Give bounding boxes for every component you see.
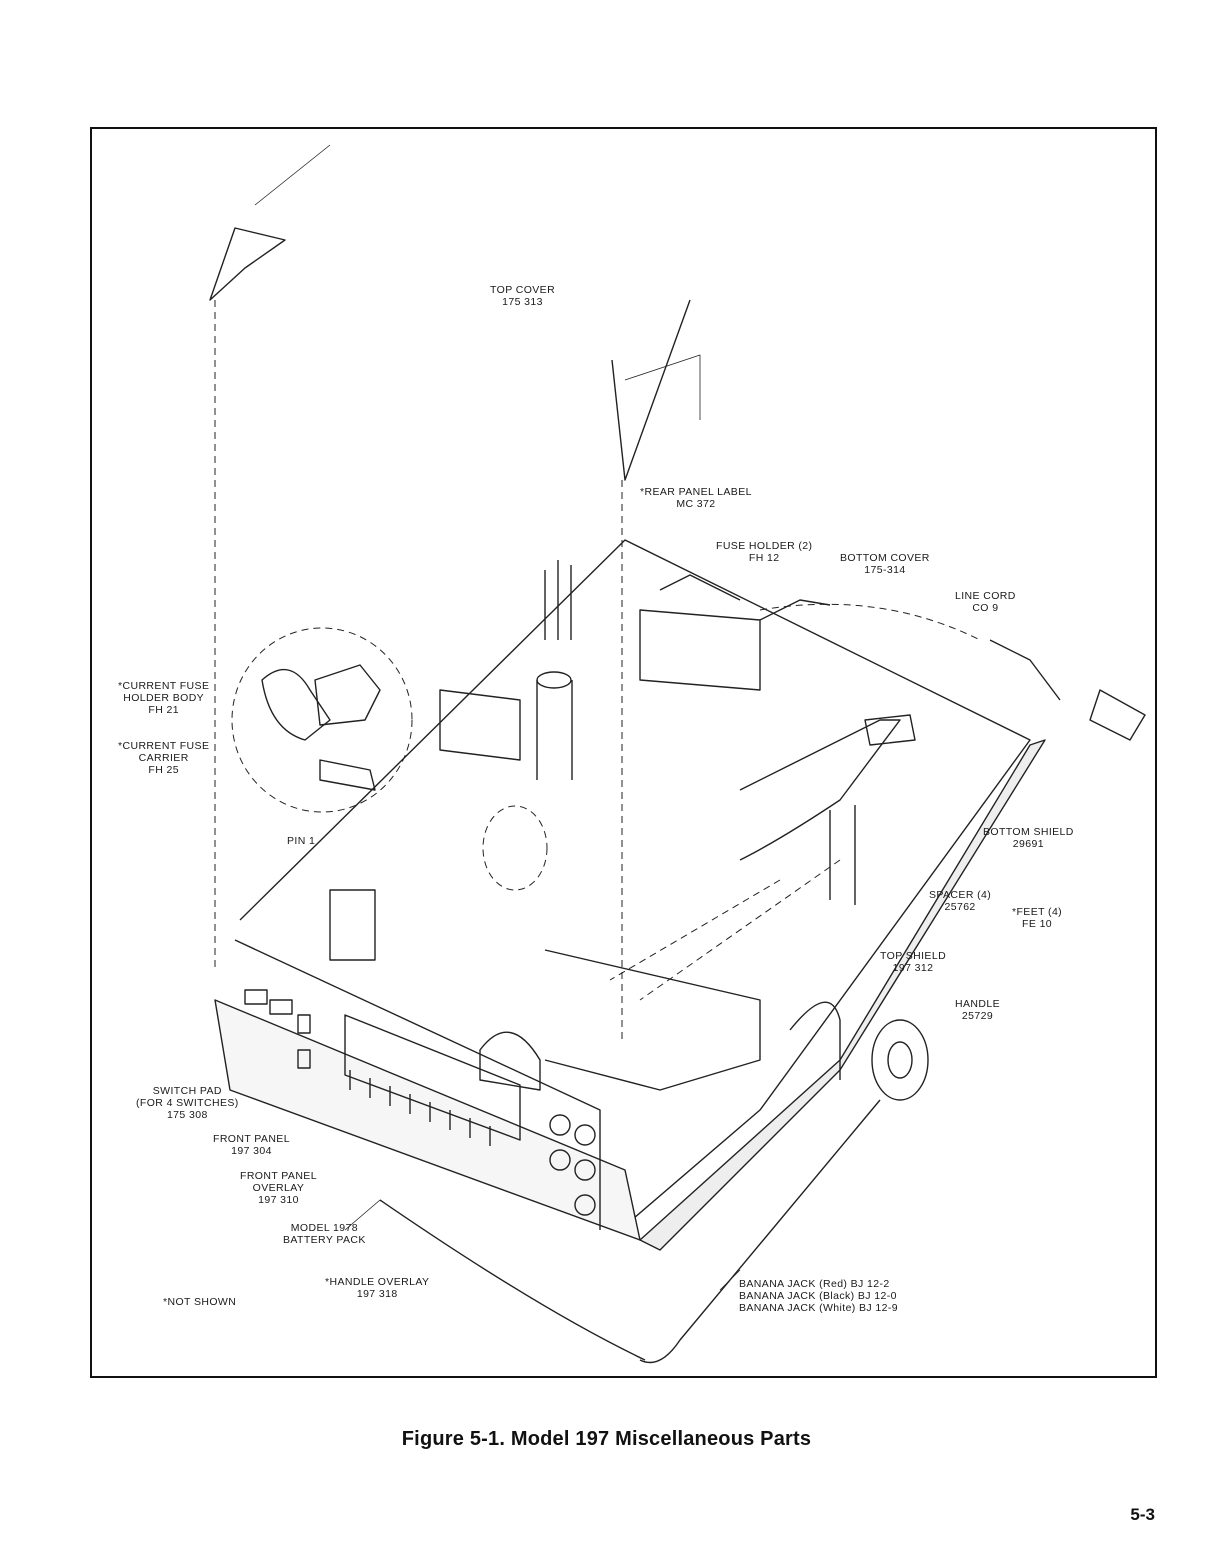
- label-switch-pad: SWITCH PAD(FOR 4 SWITCHES)175 308: [136, 1085, 239, 1121]
- label-pin1: PIN 1: [287, 835, 316, 847]
- chassis-drawing: [214, 539, 1046, 1251]
- label-fuse-holder: FUSE HOLDER (2)FH 12: [716, 540, 813, 564]
- figure-frame: [90, 127, 1157, 1378]
- figure-caption: Figure 5-1. Model 197 Miscellaneous Part…: [401, 1428, 812, 1450]
- rear-components-drawing: [544, 560, 1146, 746]
- page-number: 5-3: [1130, 1505, 1155, 1524]
- label-not-shown: *NOT SHOWN: [163, 1296, 237, 1308]
- front-panel-drawing: [244, 989, 491, 1146]
- handle-drawing: [379, 1001, 929, 1364]
- fuse-detail-drawing: [261, 664, 381, 791]
- top-cover-drawing: [209, 144, 701, 481]
- label-feet: *FEET (4)FE 10: [1012, 906, 1063, 930]
- label-spacer: SPACER (4)25762: [929, 889, 992, 913]
- banana-jacks-drawing: [549, 1114, 596, 1216]
